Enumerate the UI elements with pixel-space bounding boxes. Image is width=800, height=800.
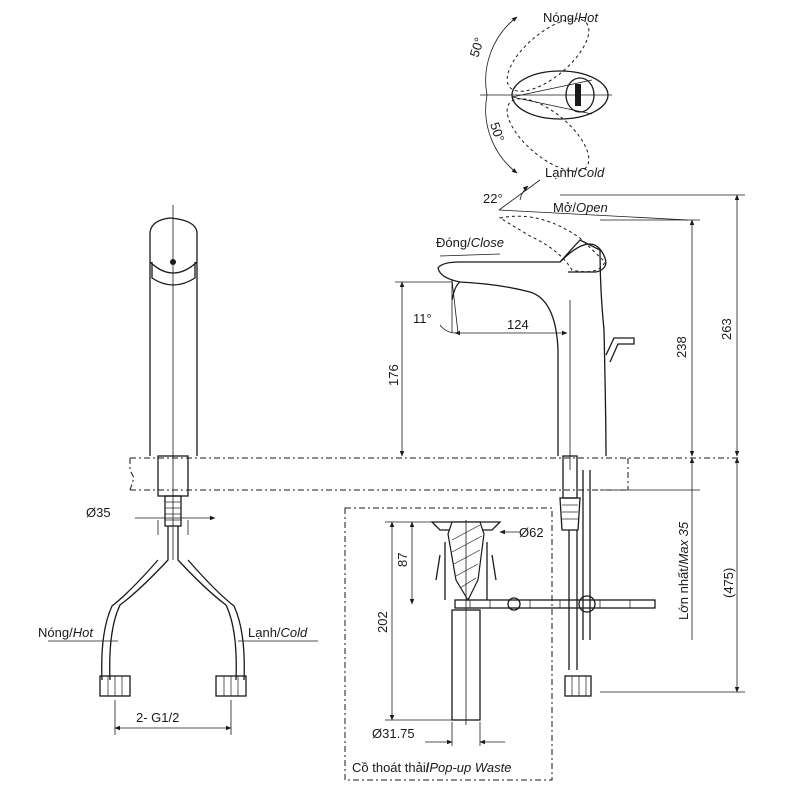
angle-label-22: 22°	[483, 191, 503, 206]
dim-label-176: 176	[386, 364, 401, 386]
popup-waste-detail: Ø62 87 202 Ø31.75 Cồ thoát thải/Pop-up W…	[344, 507, 553, 781]
dim-label-475: (475)	[721, 568, 736, 598]
max-thickness-label: Lớn nhất/Max 35	[676, 521, 691, 620]
handle-top-view: 50° 50° Nóng/Hot Lạnh/Cold	[467, 10, 612, 180]
thread-label: 2- G1/2	[136, 710, 179, 725]
countertop-section	[129, 457, 740, 491]
dim-label-d35: Ø35	[86, 505, 111, 520]
popup-waste-caption: Cồ thoát thải/Pop-up Waste	[352, 760, 511, 775]
handle-hot-position	[506, 18, 590, 92]
close-label: Đóng/Close	[436, 235, 504, 250]
handle-cold-position	[506, 98, 590, 172]
hot-label-left: Nóng/Hot	[38, 625, 94, 640]
dim-label-87: 87	[395, 553, 410, 567]
cold-label-top: Lạnh/Cold	[545, 165, 605, 180]
angle-label-11: 11°	[413, 311, 432, 326]
dim-label-d62: Ø62	[519, 525, 544, 540]
dim-label-238: 238	[674, 336, 689, 358]
hot-label-top: Nóng/Hot	[543, 10, 599, 25]
angle-label-cold: 50°	[487, 120, 507, 143]
dim-label-124: 124	[507, 317, 529, 332]
dim-label-202: 202	[375, 611, 390, 633]
dim-label-d3175: Ø31.75	[372, 726, 415, 741]
handle-outline-center	[511, 70, 609, 120]
angle-label-hot: 50°	[467, 36, 487, 59]
cold-label-left: Lạnh/Cold	[248, 625, 308, 640]
faucet-side-view: 22° Mở/Open Đóng/Close 11° 124 176 238 2…	[386, 179, 745, 697]
faucet-front-view: Ø35 Nóng/Hot Lạnh/Cold 2- G1/2	[38, 205, 318, 735]
dim-label-263: 263	[719, 318, 734, 340]
open-label: Mở/Open	[553, 200, 608, 215]
